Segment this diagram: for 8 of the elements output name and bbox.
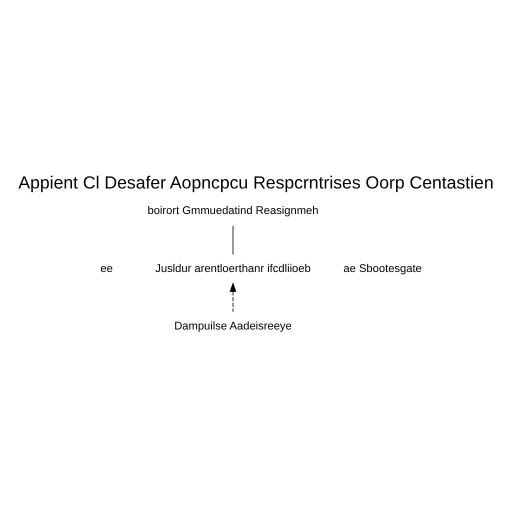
node-text: Dampuilse Aadeisreeye <box>174 320 292 332</box>
label: ee <box>100 262 113 275</box>
node-text: Jusldur arentloerthanr ifcdliioeb <box>155 262 311 275</box>
diagram-title: Appient Cl Desafer Aopncpcu Respcrntrises Oorp Centastien <box>18 172 494 192</box>
connector <box>232 225 234 255</box>
node-text: boirort Gmmuedatind Reasignmeh <box>147 205 319 218</box>
node-text: ae Sbootesgate <box>343 262 422 275</box>
arrow <box>230 282 236 312</box>
